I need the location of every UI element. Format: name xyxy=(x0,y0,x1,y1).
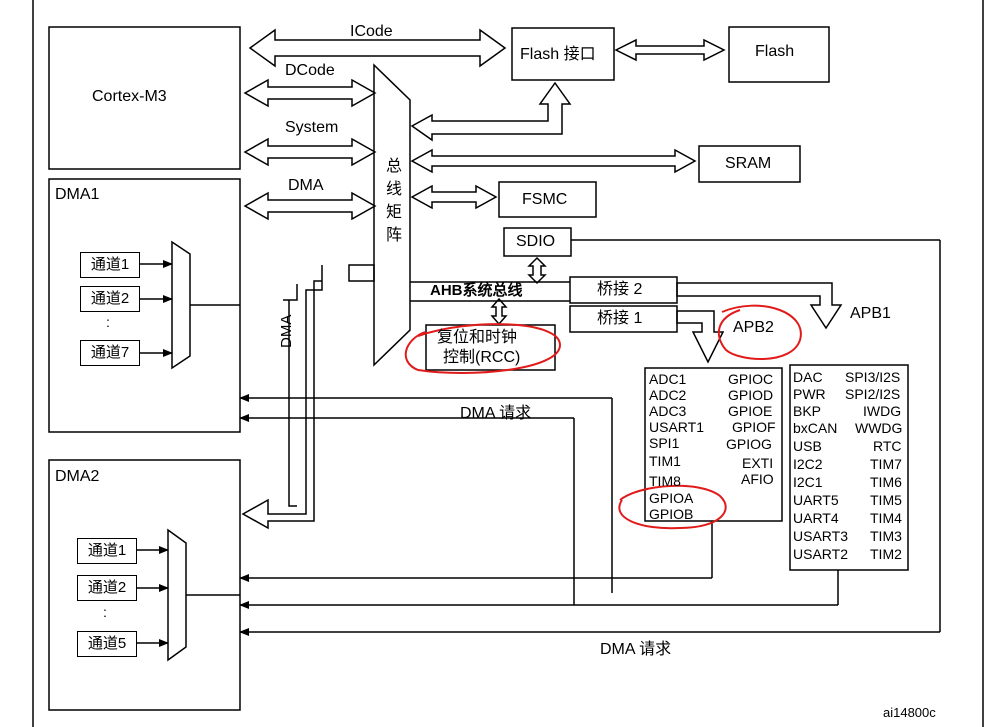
periph-item: TIM2 xyxy=(870,546,902,562)
periph-item: TIM7 xyxy=(870,456,902,472)
flash-if-label: Flash 接口 xyxy=(520,46,596,63)
periph-item: UART4 xyxy=(793,510,839,526)
rcc-ahb-arrow xyxy=(490,297,508,326)
matrix-fsmc-arrow xyxy=(410,184,498,210)
flash-link-arrow xyxy=(614,38,726,62)
rcc-highlight xyxy=(404,323,562,374)
periph-item: TIM6 xyxy=(870,474,902,490)
periph-item: USART2 xyxy=(793,546,848,562)
flash-if-box xyxy=(511,27,615,81)
periph-item: TIM1 xyxy=(649,453,681,469)
dma-vert-outline-a xyxy=(241,265,323,530)
bridge1-label: 桥接 1 xyxy=(597,310,643,327)
bus-matrix-label: 总线矩阵 xyxy=(385,158,402,244)
system-arrow xyxy=(243,137,377,167)
periph-item: I2C2 xyxy=(793,456,823,472)
periph-item: SPI1 xyxy=(649,435,680,451)
periph-item: DAC xyxy=(793,369,823,385)
periph-item: IWDG xyxy=(863,403,902,419)
apb2-label: APB2 xyxy=(733,319,774,336)
dcode-label: DCode xyxy=(285,62,335,79)
periph-item: GPIOF xyxy=(732,419,776,435)
figure-id: ai14800c xyxy=(883,705,936,720)
periph-item: GPIOD xyxy=(728,387,774,403)
flash-label: Flash xyxy=(755,43,795,60)
sdio-box xyxy=(503,227,572,257)
periph-item: PWR xyxy=(793,386,826,402)
dma2-box xyxy=(48,459,241,711)
dma2-channel-1: 通道1 xyxy=(77,538,137,564)
dma-vertical-label: DMA xyxy=(278,314,295,348)
periph-item: SPI3/I2S xyxy=(845,369,901,385)
dma-bus-label: DMA xyxy=(288,177,324,194)
periph-item: USART3 xyxy=(793,528,848,544)
dma2-title: DMA2 xyxy=(55,468,100,485)
periph-item: GPIOB xyxy=(649,506,694,522)
apb2-highlight xyxy=(717,304,802,360)
dma-vert-inner xyxy=(283,284,298,507)
apb1-label: APB1 xyxy=(850,305,891,322)
dma2-mux xyxy=(167,528,187,662)
icode-label: ICode xyxy=(350,23,393,40)
periph-item: ADC2 xyxy=(649,387,687,403)
dma-request-label-2: DMA 请求 xyxy=(600,641,672,658)
system-label: System xyxy=(285,119,339,136)
dma1-title: DMA1 xyxy=(55,186,100,203)
dcode-arrow xyxy=(243,78,377,108)
dma1-channel-7: 通道7 xyxy=(80,340,140,366)
sram-box xyxy=(698,145,801,183)
dma2-dots: : xyxy=(103,604,107,620)
ahb-label: AHB系统总线 xyxy=(430,282,523,299)
periph-item: EXTI xyxy=(742,455,774,471)
dma-bus-arrow xyxy=(243,191,377,221)
dma1-mux xyxy=(171,240,191,370)
sram-label: SRAM xyxy=(725,155,772,172)
periph-item: AFIO xyxy=(741,471,774,487)
matrix-sram-arrow xyxy=(410,148,697,174)
periph-item: GPIOG xyxy=(726,436,772,452)
fsmc-label: FSMC xyxy=(522,191,568,208)
periph-item: GPIOC xyxy=(728,371,774,387)
periph-item: BKP xyxy=(793,403,822,419)
dma1-channel-1: 通道1 xyxy=(80,252,140,278)
dma2-channel-2: 通道2 xyxy=(77,575,137,601)
periph-item: ADC1 xyxy=(649,371,687,387)
periph-item: GPIOA xyxy=(649,490,694,506)
periph-item: I2C1 xyxy=(793,474,823,490)
periph-item: TIM8 xyxy=(649,473,681,489)
fsmc-box xyxy=(498,181,597,218)
periph-item: TIM4 xyxy=(870,510,902,526)
periph-item: ADC3 xyxy=(649,403,687,419)
periph-item: UART5 xyxy=(793,492,839,508)
apb1-arrow xyxy=(676,282,843,330)
icode-arrow xyxy=(248,28,507,68)
dma-vert-outline-b xyxy=(348,264,375,282)
dma1-dots: : xyxy=(106,314,110,330)
periph-item: GPIOE xyxy=(728,403,773,419)
cortex-label: Cortex-M3 xyxy=(92,88,167,105)
matrix-flash-arrow xyxy=(410,81,572,142)
periph-item: SPI2/I2S xyxy=(845,386,901,402)
dma2-channel-5: 通道5 xyxy=(77,631,137,657)
dma1-channel-2: 通道2 xyxy=(80,286,140,312)
periph-item: TIM5 xyxy=(870,492,902,508)
rcc-label-2: 控制(RCC) xyxy=(443,349,521,366)
periph-item: USB xyxy=(793,438,822,454)
gpio-highlight xyxy=(618,484,727,530)
bridge2-label: 桥接 2 xyxy=(597,281,643,298)
dma-request-label-1: DMA 请求 xyxy=(460,405,532,422)
sdio-ahb-arrow xyxy=(527,256,547,285)
flash-box xyxy=(728,26,830,83)
sdio-label: SDIO xyxy=(516,233,556,250)
periph-item: RTC xyxy=(873,438,902,454)
periph-item: TIM3 xyxy=(870,528,902,544)
periph-item: WWDG xyxy=(855,420,903,436)
periph-item: USART1 xyxy=(649,419,704,435)
apb1-periph-box xyxy=(789,364,909,571)
apb2-arrow xyxy=(676,310,725,364)
cortex-box xyxy=(48,26,241,170)
rcc-label-1: 复位和时钟 xyxy=(437,329,518,346)
periph-item: bxCAN xyxy=(793,420,838,436)
